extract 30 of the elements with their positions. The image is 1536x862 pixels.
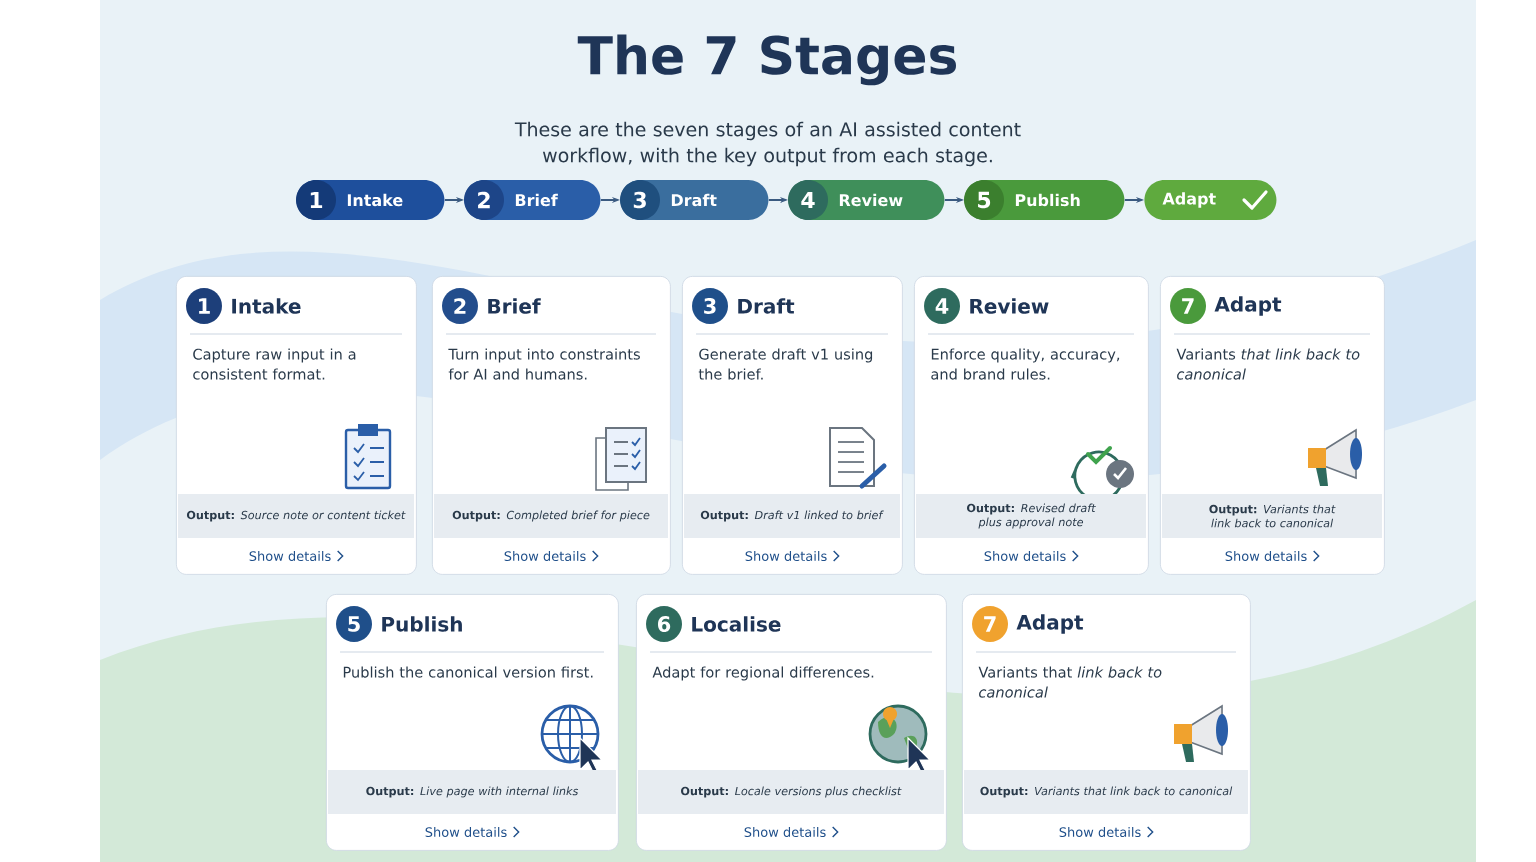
number-badge: 4 [788,180,828,220]
card-title: Brief [488,298,541,314]
card-title: Adapt [1016,614,1084,634]
number-badge: 2 [464,180,504,220]
stage-label: Brief [515,193,558,207]
stage-label: Intake [347,193,403,207]
number-badge: 6 [646,606,682,642]
number-badge: 3 [620,180,660,220]
number-badge: 5 [336,606,372,642]
stage-pill [1144,180,1277,220]
number-badge: 7 [1170,288,1206,324]
card-title: Adapt [1214,296,1282,316]
stage-label: Publish [1015,193,1080,207]
title: The 7 Stages [577,34,956,86]
number-badge: 3 [692,288,728,324]
card-title: Draft [738,298,795,314]
card-title: Publish [382,616,462,632]
card-title: Review [970,298,1049,314]
card-title: Intake [232,298,301,314]
subtitle: These are the seven stages of an AI assisted content workflow, with the key output from each stage. [514,121,1021,167]
number-badge: 4 [924,288,960,324]
number-badge: 1 [296,180,336,220]
card-title: Localise [692,616,781,632]
number-badge: 1 [186,288,222,324]
number-badge: 5 [964,180,1004,220]
stage-label: Adapt [1162,192,1216,208]
stage-label: Review [839,193,903,207]
number-badge: 2 [442,288,478,324]
number-badge: 7 [972,606,1008,642]
stage-label: Draft [671,193,717,207]
